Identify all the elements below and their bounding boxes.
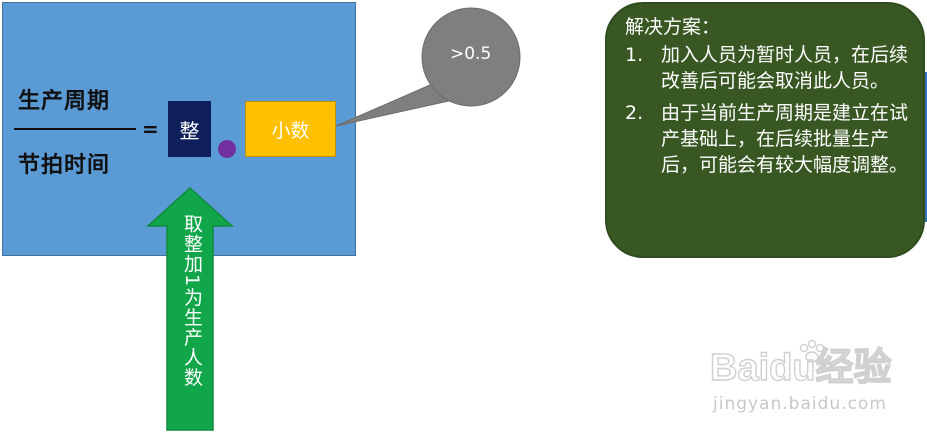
arrow-label: 取整加1为生产人数 [181, 214, 203, 388]
integer-box: 整 [168, 101, 211, 157]
denominator-text: 节拍时间 [18, 153, 111, 178]
up-arrow [146, 186, 234, 431]
list-item-number: 2. [625, 102, 644, 124]
callout-text: >0.5 [450, 44, 492, 64]
list-item-text: 由于当前生产周期是建立在试产基础上，在后续批量生产后，可能会有较大幅度调整。 [661, 102, 909, 176]
list-item-number: 1. [625, 44, 644, 66]
numerator-text: 生产周期 [18, 89, 111, 114]
decimal-box: 小数 [245, 101, 336, 157]
baidu-watermark-logo: Baidu经验 [709, 339, 892, 390]
decimal-point-dot [218, 140, 236, 158]
watermark-url: jingyan.baidu.com [713, 394, 887, 414]
watermark-logo-text: Baidu经验 [710, 347, 892, 389]
equals-sign: = [142, 117, 159, 141]
list-item: 2. 由于当前生产周期是建立在试产基础上，在后续批量生产后，可能会有较大幅度调整… [625, 100, 909, 178]
solution-title: 解决方案： [625, 16, 721, 38]
fraction-line [14, 128, 136, 130]
list-item: 1. 加入人员为暂时人员，在后续改善后可能会取消此人员。 [625, 42, 909, 94]
solution-box: 解决方案： 1. 加入人员为暂时人员，在后续改善后可能会取消此人员。 2. 由于… [605, 2, 925, 258]
paw-icon [799, 339, 825, 363]
list-item-text: 加入人员为暂时人员，在后续改善后可能会取消此人员。 [661, 44, 909, 92]
